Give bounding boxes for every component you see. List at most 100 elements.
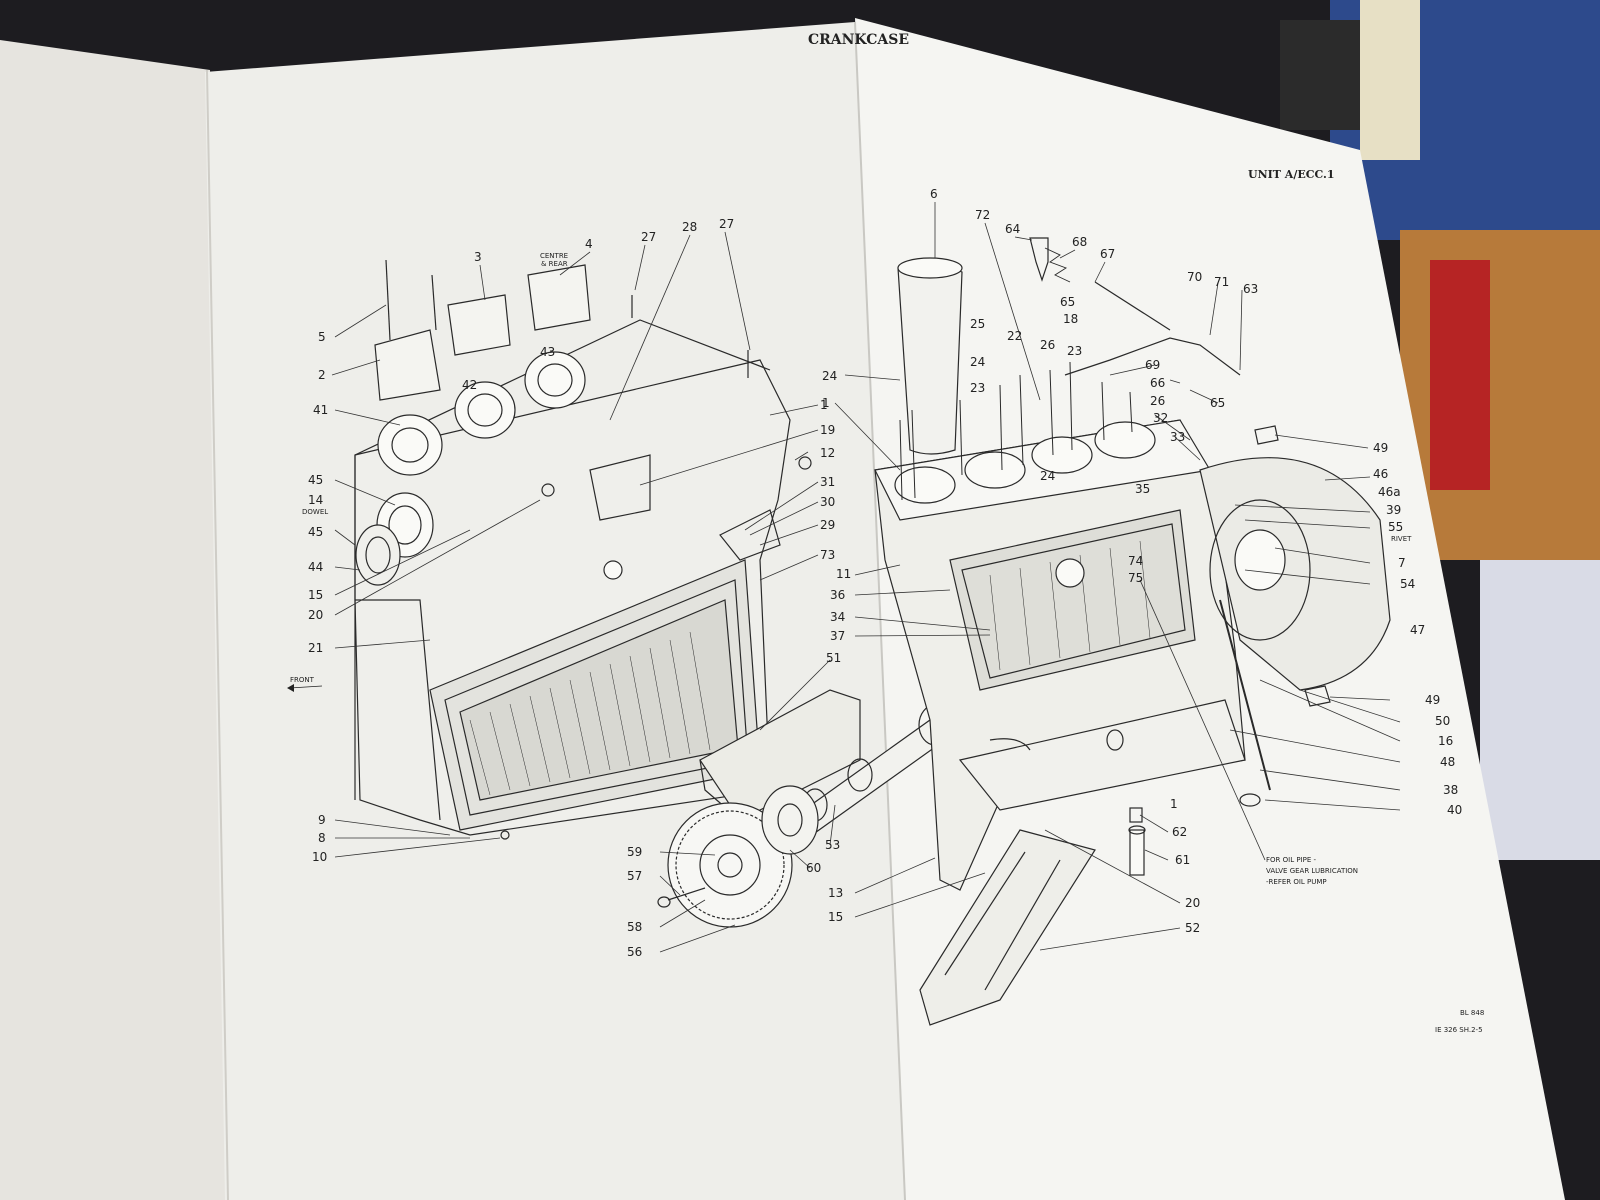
callout-number: 57	[627, 869, 642, 883]
callout-number: 55	[1388, 520, 1403, 534]
callout-number: 43	[540, 345, 555, 359]
callout-number: 31	[820, 475, 835, 489]
callout-number: 24	[970, 355, 985, 369]
red-object	[1430, 260, 1490, 490]
callout-number: 1	[1170, 797, 1178, 811]
oil-pipe-note-2: VALVE GEAR LUBRICATION	[1266, 867, 1358, 875]
callout-number: 45	[308, 525, 323, 539]
callout-number: 34	[830, 610, 845, 624]
callout-number: 18	[1063, 312, 1078, 326]
dowel-label: DOWEL	[302, 508, 328, 516]
callout-number: 42	[462, 378, 477, 392]
crankcase-block-drawing	[354, 259, 812, 840]
left-page	[0, 40, 230, 1200]
callout-number: 45	[308, 473, 323, 487]
callout-number: 54	[1400, 577, 1415, 591]
page-fold	[854, 21, 906, 1200]
label-card	[1360, 0, 1420, 160]
callout-number: 21	[308, 641, 323, 655]
oil-pipe-note-1: FOR OIL PIPE -	[1266, 856, 1316, 864]
callout-number: 68	[1072, 235, 1087, 249]
callout-number: 26	[1150, 394, 1165, 408]
centre-rear-label-1: CENTRE	[540, 252, 568, 260]
callout-number: 2	[318, 368, 326, 382]
callout-number: 65	[1210, 396, 1225, 410]
callout-number: 7	[1398, 556, 1406, 570]
callout-number: 12	[820, 446, 835, 460]
white-cloth	[1480, 560, 1600, 860]
callout-number: 38	[1443, 783, 1458, 797]
callout-number: 5	[318, 330, 326, 344]
callout-number: 37	[830, 629, 845, 643]
callout-number: 60	[806, 861, 821, 875]
callout-number: 27	[641, 230, 656, 244]
callout-number: 40	[1447, 803, 1462, 817]
centre-rear-label-2: & REAR	[541, 260, 568, 268]
front-arrow	[289, 685, 323, 689]
callout-number: 19	[820, 423, 835, 437]
callout-number: 20	[1185, 896, 1200, 910]
callout-number: 69	[1145, 358, 1160, 372]
callout-number: 58	[627, 920, 642, 934]
callout-number: 50	[1435, 714, 1450, 728]
callout-number: 39	[1386, 503, 1401, 517]
callout-number: 13	[828, 886, 843, 900]
callout-number: 24	[822, 369, 837, 383]
callout-number: 24	[1040, 469, 1055, 483]
callout-number: 47	[1410, 623, 1425, 637]
drawing-ref: BL 848	[1460, 1009, 1484, 1017]
callout-number: 66	[1150, 376, 1165, 390]
callout-number: 25	[970, 317, 985, 331]
callout-number: 1	[820, 398, 828, 412]
callout-number: 48	[1440, 755, 1455, 769]
callout-number: 35	[1135, 482, 1150, 496]
callout-number: 63	[1243, 282, 1258, 296]
callout-number: 46a	[1378, 485, 1401, 499]
callout-number: 6	[930, 187, 938, 201]
callouts-right: 6 72 64 68 67 24 1 25 22 26 23 24 23 65 …	[822, 187, 1462, 935]
callout-number: 52	[1185, 921, 1200, 935]
callout-number: 67	[1100, 247, 1115, 261]
callout-number: 23	[970, 381, 985, 395]
oil-pipe-note-3: -REFER OIL PUMP	[1266, 878, 1327, 886]
callout-number: 61	[1175, 853, 1190, 867]
callout-number: 32	[1153, 411, 1168, 425]
callout-number: 62	[1172, 825, 1187, 839]
callout-number: 14	[308, 493, 323, 507]
callout-number: 46	[1373, 467, 1388, 481]
rivet-label: RIVET	[1391, 535, 1412, 543]
diagram-notes: FRONT CENTRE & REAR DOWEL RIVET FOR OIL …	[287, 252, 1412, 886]
page-fold-left	[206, 69, 229, 1200]
callout-number: 33	[1170, 430, 1185, 444]
callout-number: 51	[826, 651, 841, 665]
callout-number: 22	[1007, 329, 1022, 343]
front-label: FRONT	[290, 676, 315, 684]
callout-number: 74	[1128, 554, 1143, 568]
unit-code: UNIT A/ECC.1	[1248, 168, 1335, 181]
callout-number: 15	[308, 588, 323, 602]
callout-number: 20	[308, 608, 323, 622]
callouts-center: 51 11 36 34 37 53 60 59 57 58 56 13 15	[627, 567, 851, 959]
callout-number: 59	[627, 845, 642, 859]
callout-number: 41	[313, 403, 328, 417]
callout-number: 29	[820, 518, 835, 532]
callout-number: 65	[1060, 295, 1075, 309]
callout-number: 71	[1214, 275, 1229, 289]
callout-number: 4	[585, 237, 593, 251]
callout-number: 3	[474, 250, 482, 264]
callout-number: 49	[1425, 693, 1440, 707]
callout-number: 27	[719, 217, 734, 231]
callout-number: 10	[312, 850, 327, 864]
callout-number: 53	[825, 838, 840, 852]
leader-lines	[331, 202, 1401, 953]
callout-number: 26	[1040, 338, 1055, 352]
page-title: CRANKCASE	[808, 32, 909, 48]
callout-number: 8	[318, 831, 326, 845]
sheet-ref: IE 326 SH.2-5	[1435, 1026, 1483, 1034]
callout-number: 75	[1128, 571, 1143, 585]
callout-number: 56	[627, 945, 642, 959]
callout-number: 70	[1187, 270, 1202, 284]
front-arrow-head	[287, 684, 294, 692]
callout-number: 64	[1005, 222, 1020, 236]
